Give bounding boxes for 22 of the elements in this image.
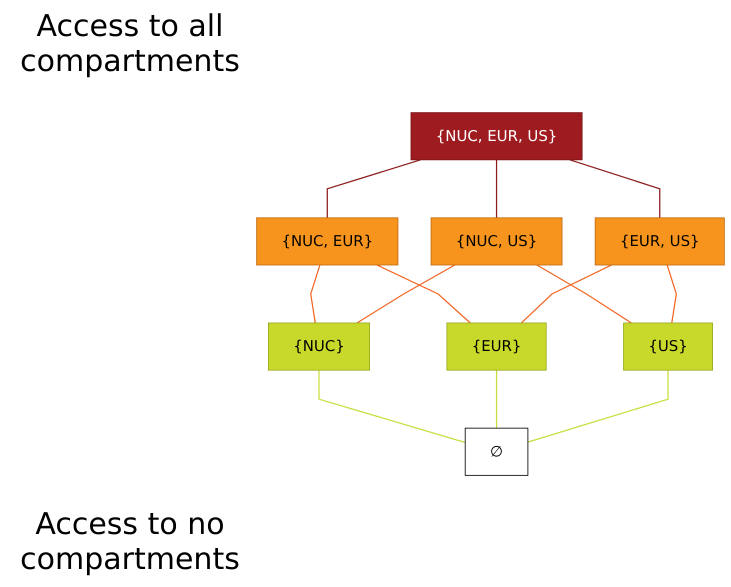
connector	[570, 158, 660, 218]
connector	[520, 264, 612, 323]
node-box: ∅	[464, 427, 528, 476]
connector	[528, 370, 669, 442]
connector	[376, 264, 471, 323]
connector	[496, 159, 498, 218]
node-box: {EUR}	[446, 322, 547, 370]
connector	[326, 158, 421, 218]
connector	[318, 370, 466, 443]
connector	[666, 264, 677, 323]
connector	[310, 264, 320, 323]
connector	[356, 264, 456, 323]
node-box: {NUC, EUR, US}	[410, 112, 583, 160]
side-note: Access to no compartments	[20, 508, 240, 577]
side-note: Access to all compartments	[20, 10, 240, 79]
node-box: {NUC, US}	[430, 216, 562, 265]
node-box: {EUR, US}	[594, 216, 725, 265]
node-box: {NUC, EUR}	[256, 216, 398, 265]
connector	[496, 370, 498, 428]
node-box: {NUC}	[268, 322, 370, 370]
connector	[536, 264, 632, 323]
node-box: {US}	[623, 322, 713, 370]
